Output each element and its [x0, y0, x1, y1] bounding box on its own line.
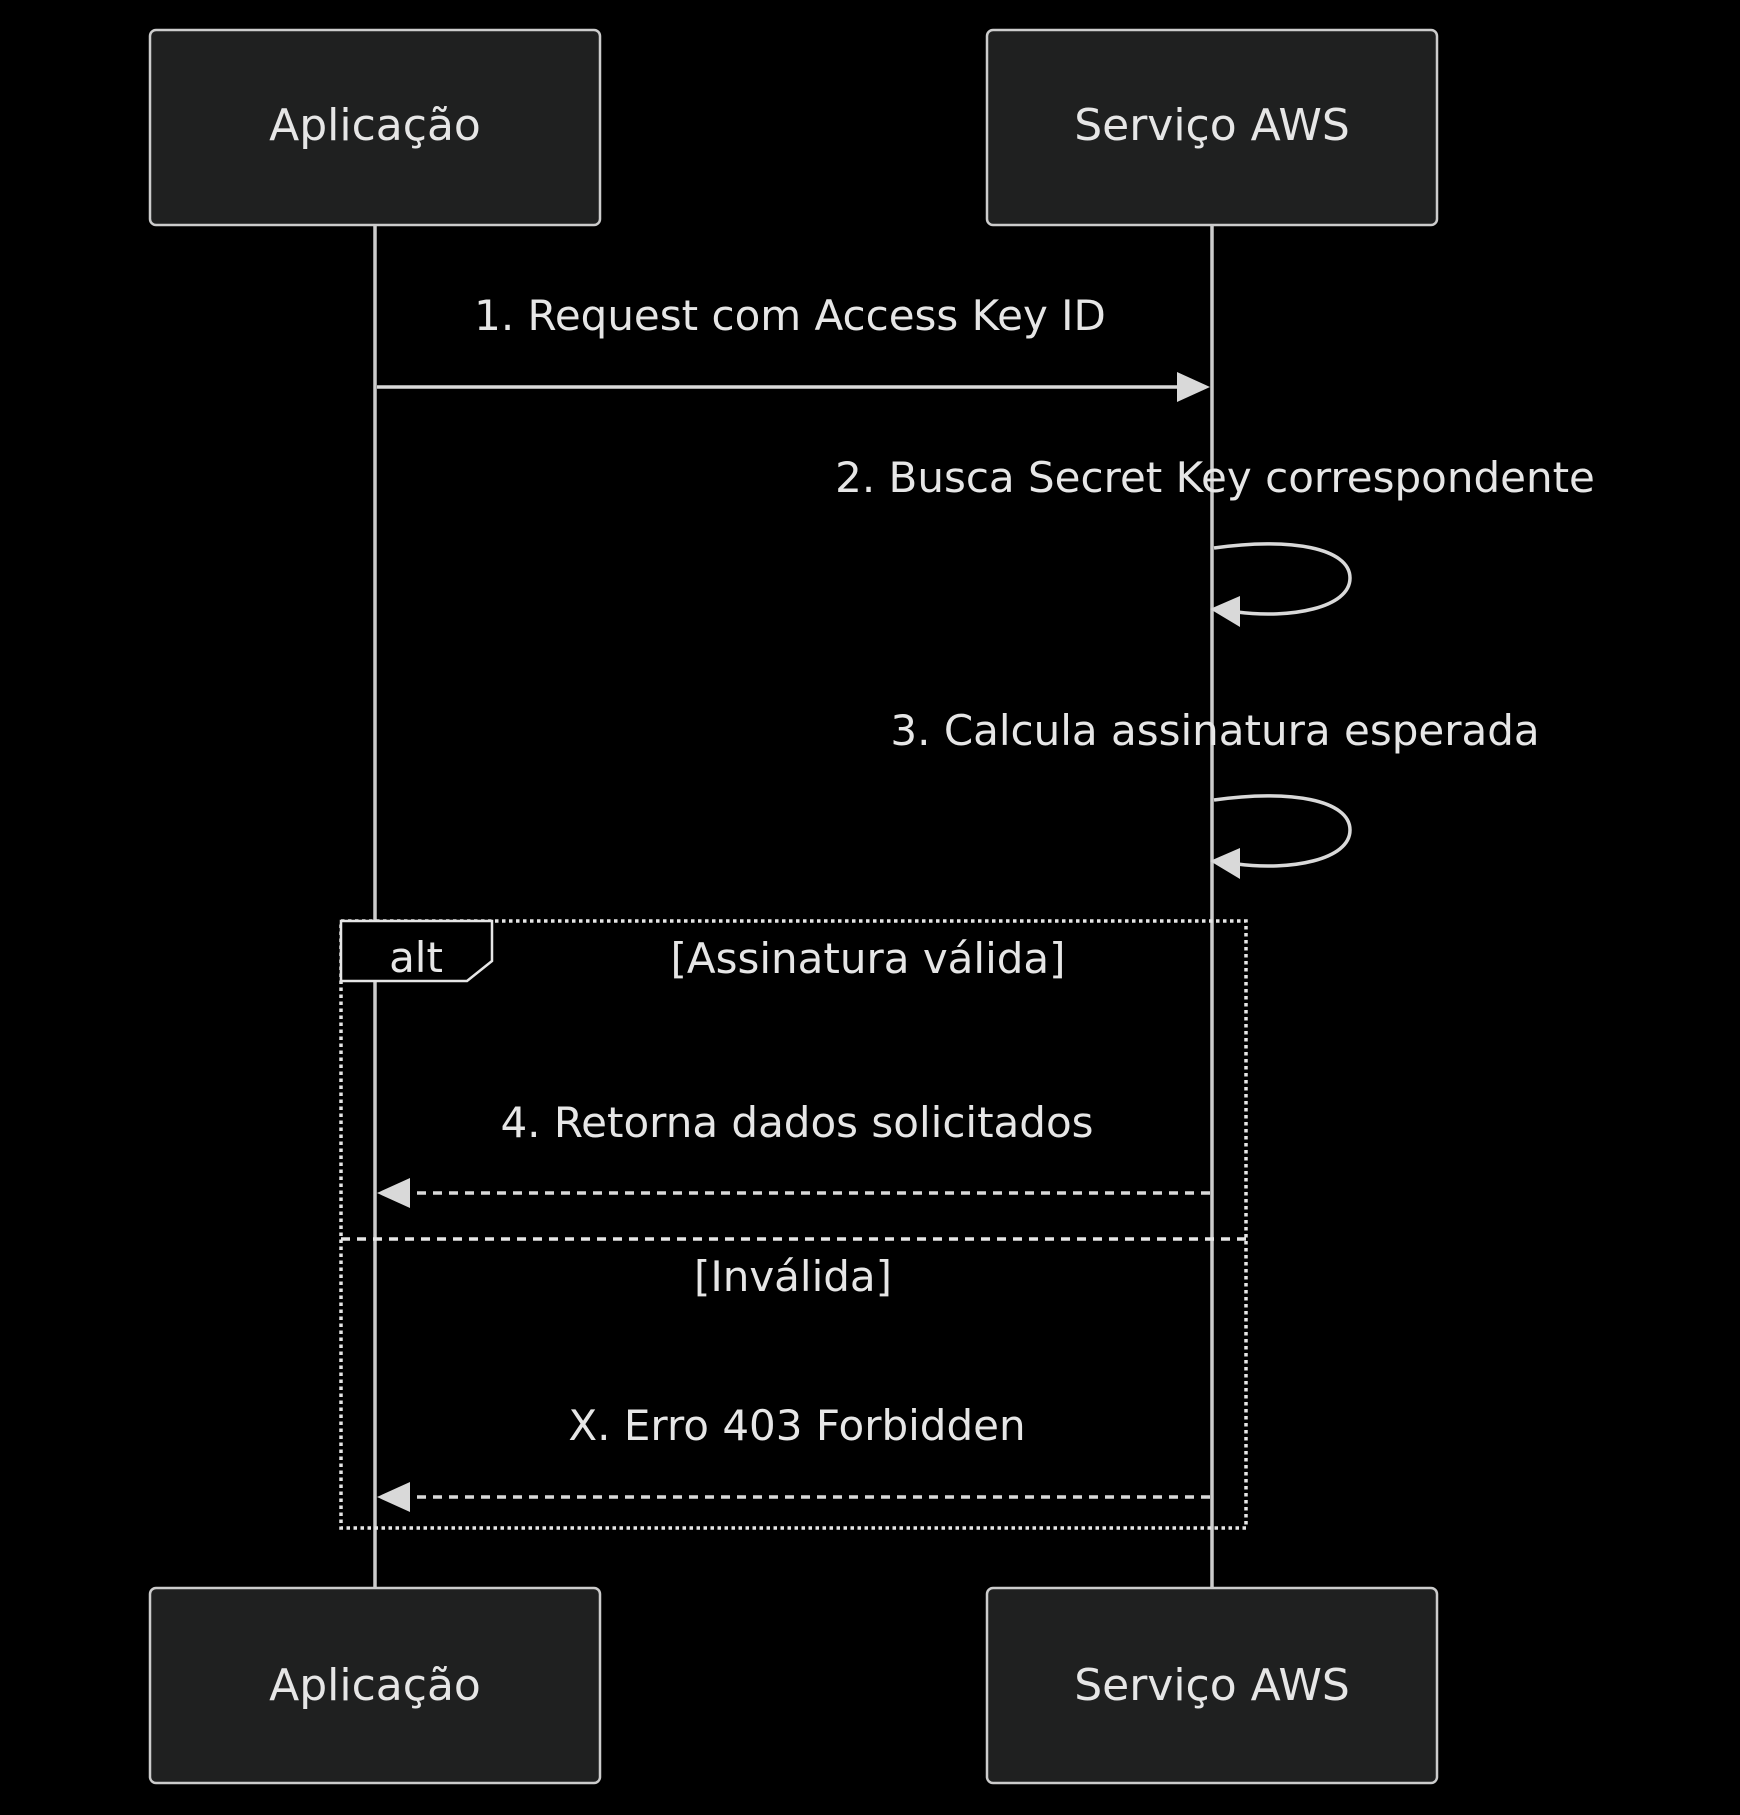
actor-app-top-label: Aplicação	[269, 100, 481, 151]
message-5-arrowhead	[377, 1482, 410, 1512]
message-4-arrowhead	[377, 1178, 410, 1208]
alt-condition-invalid: [Inválida]	[694, 1252, 892, 1301]
message-3-loop	[1213, 794, 1352, 868]
actor-aws-bottom-label: Serviço AWS	[1074, 1660, 1350, 1711]
message-2-label: 2. Busca Secret Key correspondente	[835, 453, 1595, 502]
message-2-loop	[1213, 542, 1352, 616]
message-4-label: 4. Retorna dados solicitados	[500, 1098, 1093, 1147]
alt-keyword: alt	[389, 933, 443, 982]
actor-app-bottom-label: Aplicação	[269, 1660, 481, 1711]
message-1-arrowhead	[1177, 372, 1210, 402]
actor-aws-top: Serviço AWS	[985, 28, 1439, 227]
actor-aws-top-label: Serviço AWS	[1074, 100, 1350, 151]
message-3-arrowhead	[1210, 848, 1240, 879]
message-5-label: X. Erro 403 Forbidden	[568, 1401, 1025, 1450]
alt-tab	[339, 919, 494, 983]
message-1-label: 1. Request com Access Key ID	[474, 291, 1106, 340]
message-2-arrowhead	[1210, 596, 1240, 627]
actor-app-top: Aplicação	[148, 28, 602, 227]
message-3-label: 3. Calcula assinatura esperada	[890, 706, 1539, 755]
alt-condition-valid: [Assinatura válida]	[670, 934, 1065, 983]
actor-app-bottom: Aplicação	[148, 1586, 602, 1785]
actor-aws-bottom: Serviço AWS	[985, 1586, 1439, 1785]
